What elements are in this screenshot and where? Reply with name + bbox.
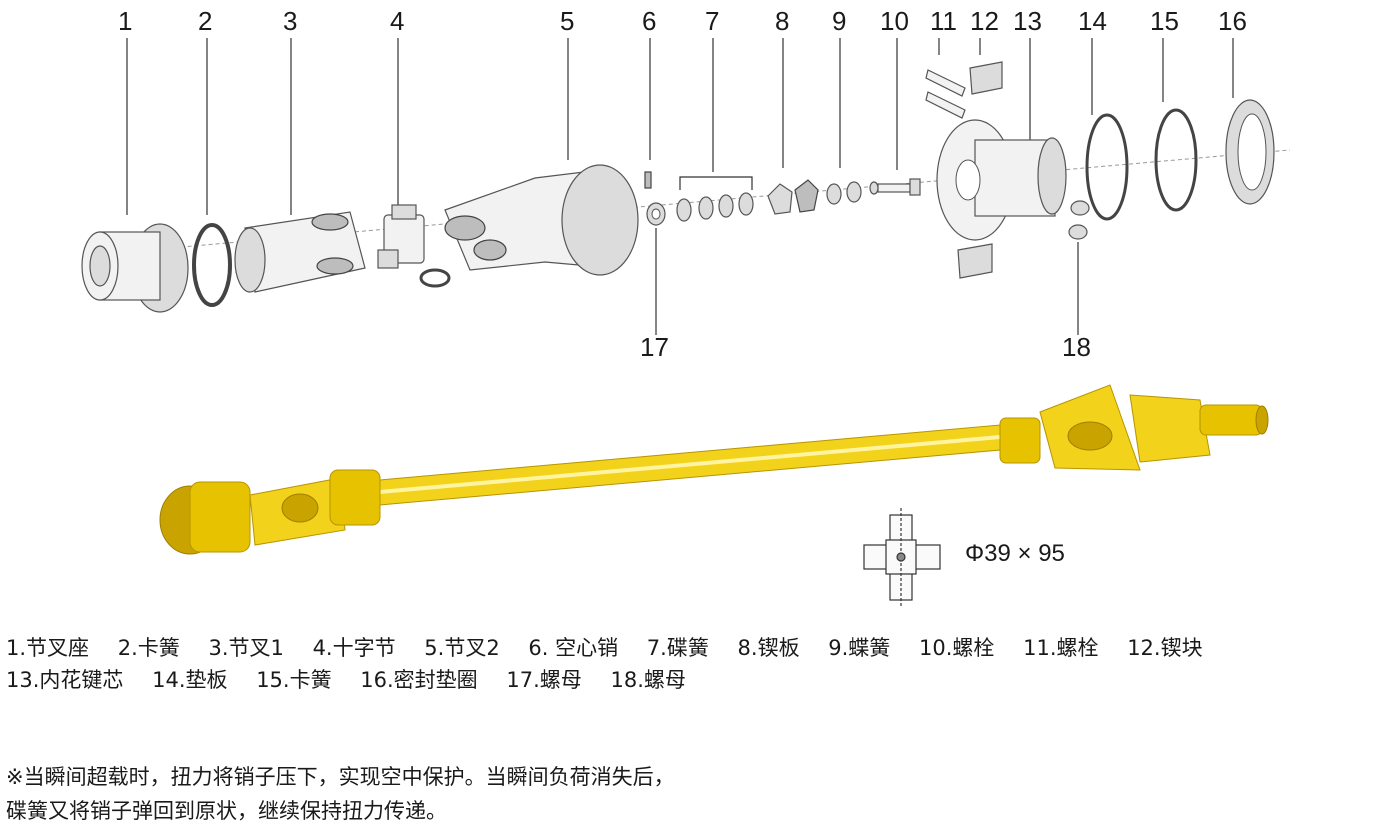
part-15-circlip bbox=[1154, 108, 1198, 212]
cross-journal-spec: Φ39 × 95 bbox=[965, 540, 1065, 568]
callout-3: 3 bbox=[283, 6, 297, 36]
legend-item: 7.碟簧 bbox=[646, 636, 709, 660]
part-12-wedge-blocks bbox=[957, 61, 1003, 279]
legend-item: 10.螺栓 bbox=[919, 636, 995, 660]
legend-item: 11.螺栓 bbox=[1023, 636, 1099, 660]
callout-2: 2 bbox=[198, 6, 212, 36]
legend-item: 13.内花键芯 bbox=[6, 668, 124, 692]
assembly-axis bbox=[89, 149, 1291, 256]
exploded-view-diagram: 1 2 3 4 5 6 7 8 9 10 11 12 13 14 15 16 1… bbox=[81, 6, 1291, 606]
spec-dimensions: 39 × 95 bbox=[984, 540, 1065, 567]
callout-numbers: 1 2 3 4 5 6 7 8 9 10 11 12 13 14 15 16 1… bbox=[118, 6, 1247, 362]
callout-10: 10 bbox=[880, 6, 909, 36]
legend-item: 12.锲块 bbox=[1127, 636, 1203, 660]
callout-5: 5 bbox=[560, 6, 574, 36]
callout-4: 4 bbox=[390, 6, 404, 36]
legend-item: 15.卡簧 bbox=[256, 668, 332, 692]
overload-protection-note: ※当瞬间超载时，扭力将销子压下，实现空中保护。当瞬间负荷消失后， 碟簧又将销子弹… bbox=[6, 760, 675, 828]
legend-row-2: 13.内花键芯 14.垫板 15.卡簧 16.密封垫圈 17.螺母 18.螺母 bbox=[6, 664, 1391, 696]
callout-6: 6 bbox=[642, 6, 656, 36]
callout-11: 11 bbox=[930, 6, 957, 36]
callout-1: 1 bbox=[118, 6, 132, 36]
part-9-butterfly-springs bbox=[826, 181, 862, 205]
legend-item: 2.卡簧 bbox=[117, 636, 180, 660]
part-16-seal-ring bbox=[1225, 99, 1275, 205]
callout-17: 17 bbox=[640, 332, 669, 362]
legend-item: 8.锲板 bbox=[737, 636, 800, 660]
part-14-shim-plate bbox=[1085, 113, 1129, 221]
part-4-cross bbox=[377, 204, 451, 288]
part-6-hollow-pin bbox=[644, 171, 652, 189]
part-10-bolt bbox=[869, 178, 921, 196]
legend-item: 5.节叉2 bbox=[424, 636, 500, 660]
note-line-1: ※当瞬间超载时，扭力将销子压下，实现空中保护。当瞬间负荷消失后， bbox=[6, 765, 675, 789]
part-13-inner-spline-core bbox=[936, 119, 1067, 241]
legend-item: 1.节叉座 bbox=[6, 636, 90, 660]
part-8-wedge-plate bbox=[767, 179, 819, 215]
callout-7: 7 bbox=[705, 6, 719, 36]
legend-item: 4.十字节 bbox=[312, 636, 396, 660]
callout-13: 13 bbox=[1013, 6, 1042, 36]
part-18-nuts bbox=[1068, 200, 1090, 240]
legend-item: 16.密封垫圈 bbox=[360, 668, 478, 692]
assembled-drive-shaft bbox=[159, 384, 1269, 555]
leader-lines bbox=[126, 38, 1234, 335]
part-3-yoke-1 bbox=[234, 211, 366, 293]
cross-journal-spec-icon bbox=[863, 508, 941, 606]
legend-item: 3.节叉1 bbox=[208, 636, 284, 660]
legend-item: 18.螺母 bbox=[610, 668, 686, 692]
legend-item: 14.垫板 bbox=[152, 668, 228, 692]
callout-16: 16 bbox=[1218, 6, 1247, 36]
part-1-yoke-seat bbox=[81, 223, 189, 313]
callout-14: 14 bbox=[1078, 6, 1107, 36]
legend-item: 17.螺母 bbox=[506, 668, 582, 692]
callout-15: 15 bbox=[1150, 6, 1179, 36]
callout-9: 9 bbox=[832, 6, 846, 36]
part-7-disc-springs bbox=[676, 192, 754, 222]
parts-legend: 1.节叉座 2.卡簧 3.节叉1 4.十字节 5.节叉2 6. 空心销 7.碟簧… bbox=[6, 632, 1391, 696]
legend-item: 6. 空心销 bbox=[528, 636, 619, 660]
legend-row-1: 1.节叉座 2.卡簧 3.节叉1 4.十字节 5.节叉2 6. 空心销 7.碟簧… bbox=[6, 632, 1391, 664]
part-2-circlip bbox=[192, 223, 232, 307]
part-5-yoke-2 bbox=[444, 164, 639, 276]
callout-12: 12 bbox=[970, 6, 999, 36]
part-11-bolts bbox=[925, 69, 966, 119]
diameter-symbol: Φ bbox=[965, 540, 985, 567]
part-17-nut bbox=[646, 202, 666, 226]
legend-item: 9.蝶簧 bbox=[828, 636, 891, 660]
callout-18: 18 bbox=[1062, 332, 1091, 362]
callout-8: 8 bbox=[775, 6, 789, 36]
note-line-2: 碟簧又将销子弹回到原状，继续保持扭力传递。 bbox=[6, 799, 447, 823]
